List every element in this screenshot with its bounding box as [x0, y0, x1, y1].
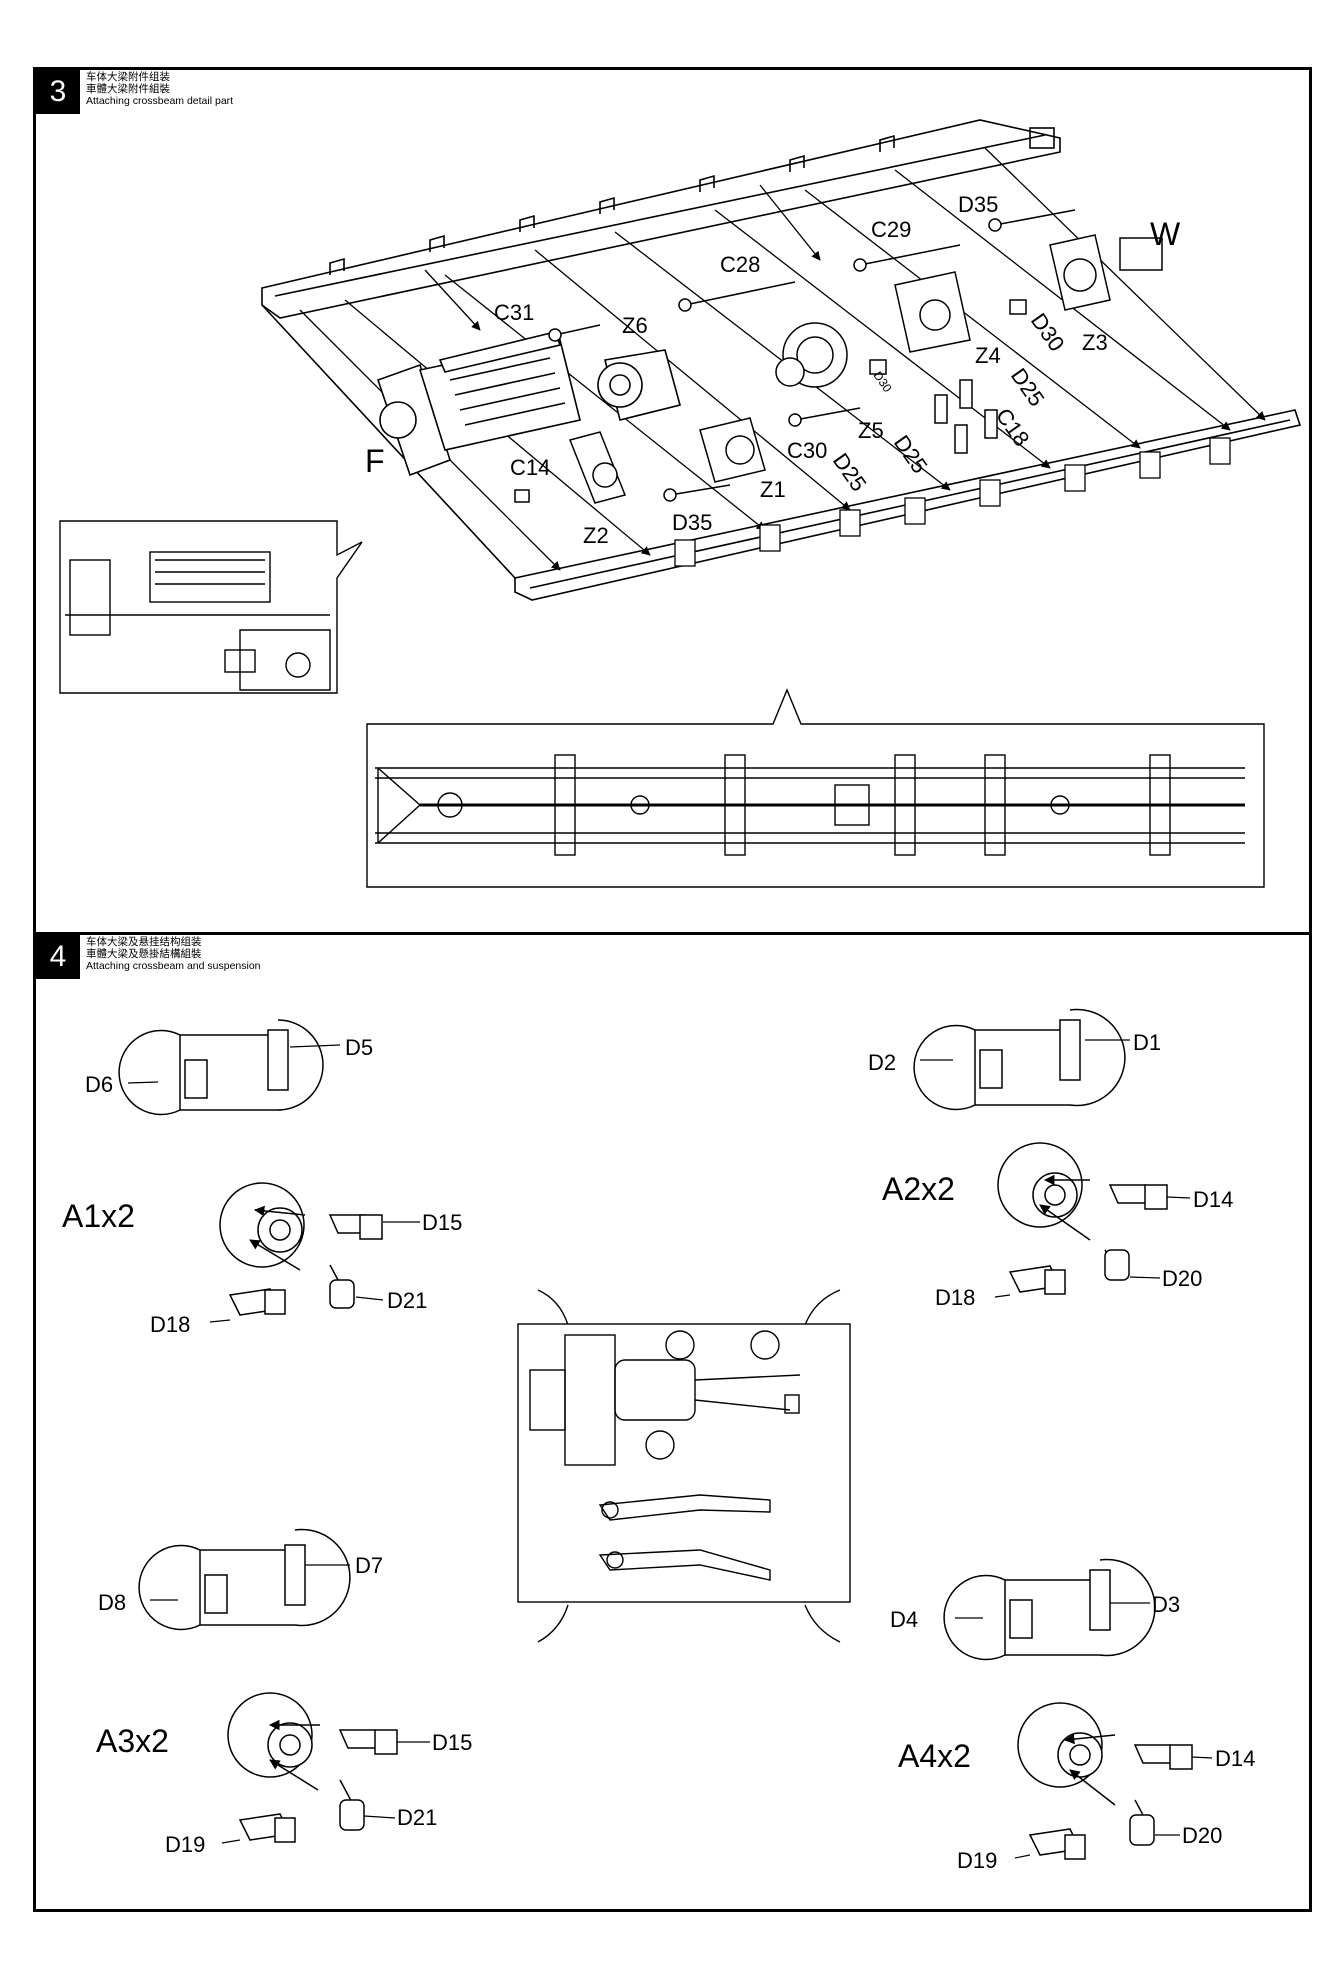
- gear-part-z5: [775, 322, 848, 388]
- label-d21-a1: D21: [387, 1288, 427, 1313]
- gearbox-part-z6: [597, 349, 681, 421]
- label-d20-a2: D20: [1162, 1266, 1202, 1291]
- label-z6: Z6: [622, 313, 648, 338]
- label-d7: D7: [355, 1553, 383, 1578]
- label-d20-a4: D20: [1182, 1823, 1222, 1848]
- label-a1x2: A1x2: [62, 1198, 135, 1234]
- swing-arm-a1: [219, 1182, 383, 1316]
- label-d15-a1: D15: [422, 1210, 462, 1235]
- chassis-top-view-inset: [366, 688, 1265, 888]
- label-a4x2: A4x2: [898, 1738, 971, 1774]
- label-d15-a3: D15: [432, 1730, 472, 1755]
- label-d3: D3: [1152, 1592, 1180, 1617]
- label-z4: Z4: [975, 343, 1001, 368]
- diff-part-z3: [1049, 234, 1111, 311]
- label-z5: Z5: [858, 418, 884, 443]
- label-c29: C29: [871, 217, 911, 242]
- step-4-header: 4 车体大梁及悬挂结构组装 車體大梁及懸掛結構組裝 Attaching cros…: [36, 935, 261, 979]
- label-z3: Z3: [1082, 330, 1108, 355]
- label-c14: C14: [510, 455, 550, 480]
- swing-arm-a2: [997, 1142, 1168, 1295]
- label-d19-a4: D19: [957, 1848, 997, 1873]
- label-d14-a2: D14: [1193, 1187, 1233, 1212]
- hub-group-d3-d4: [943, 1558, 1156, 1661]
- label-d1: D1: [1133, 1030, 1161, 1055]
- near-rail-brackets: [674, 437, 1231, 567]
- step-4-number: 4: [36, 935, 80, 979]
- label-d8: D8: [98, 1590, 126, 1615]
- label-z1: Z1: [760, 477, 786, 502]
- label-a2x2: A2x2: [882, 1171, 955, 1207]
- hub-group-d7-d8: [138, 1528, 351, 1631]
- step-4-title-zh-simplified: 车体大梁及悬挂结构组装: [86, 936, 202, 948]
- label-d4: D4: [890, 1607, 918, 1632]
- label-d35-bottom: D35: [672, 510, 712, 535]
- shafts: [514, 209, 1163, 503]
- swing-arm-a3: [227, 1692, 398, 1843]
- diff-part-z1: [699, 417, 766, 483]
- diff-part-z2: [568, 431, 627, 504]
- label-d18-a2: D18: [935, 1285, 975, 1310]
- label-d14-a4: D14: [1215, 1746, 1255, 1771]
- step-4-title-en: Attaching crossbeam and suspension: [86, 960, 261, 972]
- label-d21-a3: D21: [397, 1805, 437, 1830]
- label-c31: C31: [494, 300, 534, 325]
- step-3-header: 3 车体大梁附件组装 車體大梁附件組裝 Attaching crossbeam …: [36, 70, 233, 114]
- label-c28: C28: [720, 252, 760, 277]
- step-4-labels: D5 D6 D1 D2 A1x2 D15 D21 D18 A2x2 D14 D2…: [62, 1030, 1255, 1873]
- step-4-title-zh-traditional: 車體大梁及懸掛結構組裝: [86, 948, 202, 960]
- hub-group-d1-d2: [913, 1008, 1126, 1111]
- step-3-title-zh-traditional: 車體大梁附件組裝: [86, 83, 170, 95]
- step-4-titles: 车体大梁及悬挂结构组装 車體大梁及懸掛結構組裝 Attaching crossb…: [86, 936, 261, 972]
- step-3-titles: 车体大梁附件组装 車體大梁附件組裝 Attaching crossbeam de…: [86, 71, 233, 107]
- engine-part-f: [376, 331, 581, 477]
- swing-arm-a4: [1017, 1702, 1193, 1860]
- diff-part-z4: [894, 271, 971, 353]
- step-4-frame: [33, 932, 1312, 1912]
- step-3-title-en: Attaching crossbeam detail part: [86, 95, 234, 107]
- label-d5: D5: [345, 1035, 373, 1060]
- label-d2: D2: [868, 1050, 896, 1075]
- label-d25-left: D25: [828, 449, 872, 496]
- label-a3x2: A3x2: [96, 1723, 169, 1759]
- label-d30-right: D30: [1026, 309, 1070, 356]
- label-z2: Z2: [583, 523, 609, 548]
- label-d35-top: D35: [958, 192, 998, 217]
- label-d6: D6: [85, 1072, 113, 1097]
- label-d19-a3: D19: [165, 1832, 205, 1857]
- engine-mount-detail-inset: [59, 520, 363, 694]
- step-4-leaders: [127, 1039, 1213, 1859]
- step-3-title-zh-simplified: 车体大梁附件组装: [86, 71, 170, 83]
- label-w: W: [1150, 216, 1181, 252]
- label-f: F: [365, 443, 385, 479]
- label-c30: C30: [787, 438, 827, 463]
- step-3-number: 3: [36, 70, 80, 114]
- label-d18-a1: D18: [150, 1312, 190, 1337]
- final-drive-detail-inset: [517, 1289, 851, 1643]
- hub-group-d5-d6: [118, 1019, 324, 1116]
